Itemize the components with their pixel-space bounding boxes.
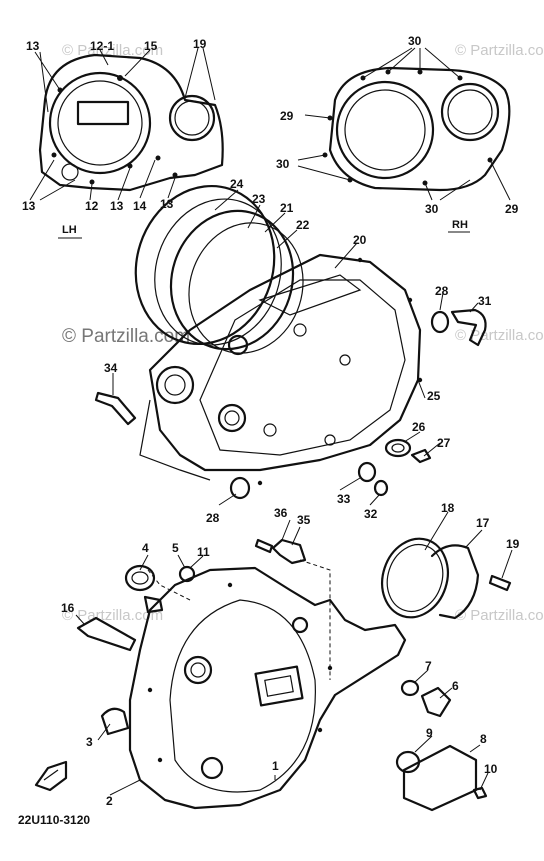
callout-19-a: 19 [193,37,207,51]
lh-crankcase-cover-small [38,53,224,192]
callout-33: 33 [337,492,351,506]
callout-30-a: 30 [408,34,422,48]
callout-8: 8 [480,732,487,746]
callout-29-a: 29 [280,109,294,123]
callout-28-a: 28 [435,284,449,298]
watermark-bottom-left: © Partzilla.com [62,607,163,624]
diagram-code: 22U110-3120 [18,813,90,827]
rh-crankcase-cover-small [322,66,511,192]
callout-13-b: 13 [22,199,36,213]
callout-13-c: 13 [110,199,124,213]
side-label-rh: RH [452,219,468,231]
callout-3: 3 [86,735,93,749]
watermark-top-left: © Partzilla.com [62,42,163,59]
lh-crankcase-cover-main [76,537,512,812]
callout-25: 25 [427,389,441,403]
callout-27: 27 [437,436,451,450]
callout-34: 34 [104,361,118,375]
callout-2: 2 [106,794,113,808]
callout-28-b: 28 [206,511,220,525]
callout-35: 35 [297,513,311,527]
callout-5: 5 [172,541,179,555]
callout-21: 21 [280,201,294,215]
callout-1: 1 [272,759,279,773]
callout-30-b: 30 [276,157,290,171]
callout-24: 24 [230,177,244,191]
callout-20: 20 [353,233,367,247]
callout-17: 17 [476,516,490,530]
callout-29-b: 29 [505,202,519,216]
callout-31: 31 [478,294,492,308]
callout-12-1: 12-1 [90,39,114,53]
watermark-main: © Partzilla.com [62,326,190,347]
callout-18: 18 [441,501,455,515]
front-arrow-icon [34,760,68,792]
callout-10: 10 [484,762,498,776]
callout-11: 11 [197,545,210,559]
callout-32: 32 [364,507,378,521]
gasket-cover-assembly [94,184,487,500]
callout-23: 23 [252,192,266,206]
callout-15: 15 [144,39,158,53]
callout-16: 16 [61,601,75,615]
side-label-lh: LH [62,224,77,236]
callout-7: 7 [425,659,432,673]
callout-36: 36 [274,506,288,520]
watermark-bottom-right: © Partzilla.com [455,607,544,624]
watermark-mid-right: © Partzilla.com [455,327,544,344]
callout-9: 9 [426,726,433,740]
callout-12: 12 [85,199,99,213]
watermark-top-right: © Partzilla.com [455,42,544,59]
callout-4: 4 [142,541,149,555]
callout-6: 6 [452,679,459,693]
callout-19-b: 19 [506,537,520,551]
callout-14: 14 [133,199,147,213]
callout-22: 22 [296,218,310,232]
callout-30-c: 30 [425,202,439,216]
callout-26: 26 [412,420,426,434]
callout-13-a: 13 [26,39,40,53]
